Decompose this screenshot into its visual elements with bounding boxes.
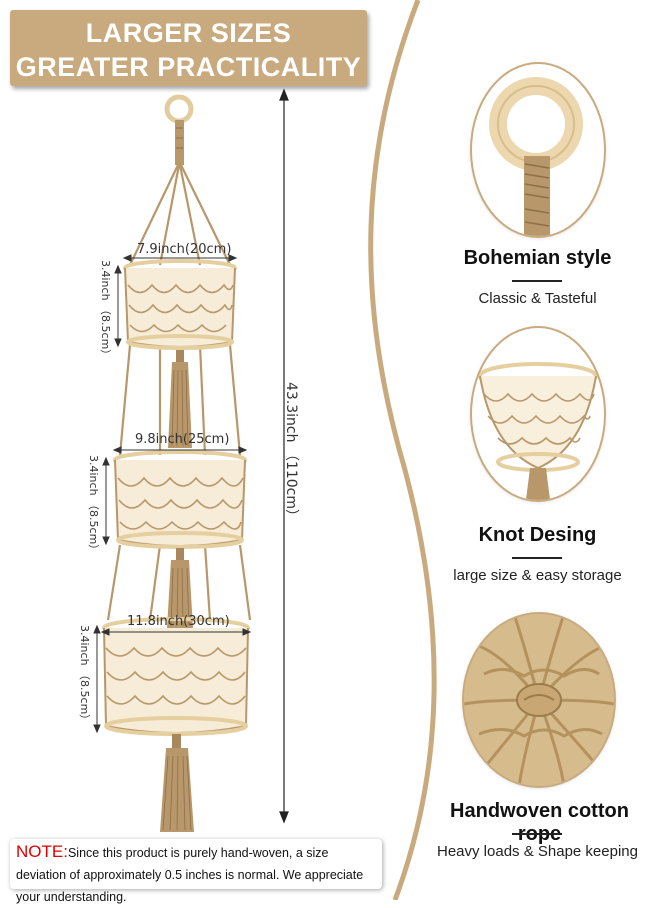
tier-1-height-line: [114, 264, 122, 348]
feature-3-subtitle: Heavy loads & Shape keeping: [437, 843, 638, 860]
feature-1-subtitle: Classic & Tasteful: [478, 290, 597, 307]
basket-tier-2: [113, 450, 247, 628]
total-height-dimension-line: [279, 88, 289, 824]
rope-closeup-image: [462, 612, 616, 788]
total-length-label: 43.3inch （110cm）: [283, 382, 299, 524]
wooden-ring-image: [470, 62, 606, 238]
knot-basket-image: [470, 326, 606, 502]
tier-3-height-line: [93, 624, 101, 734]
feature-3-divider: [512, 833, 562, 835]
tier-3-width-label: 11.8inch(30cm): [127, 614, 230, 629]
macrame-hanger-image: [102, 94, 252, 832]
tier-3-width-line: [100, 628, 252, 636]
tier-1-width-label: 7.9inch(20cm): [137, 242, 232, 257]
tier-1-width-line: [122, 254, 238, 262]
tier-2-height-line: [102, 456, 110, 546]
tier-2-height-label: 3.4inch （8.5cm）: [87, 455, 100, 556]
feature-2-title: Knot Desing: [478, 524, 597, 546]
feature-2-subtitle: large size & easy storage: [453, 567, 622, 584]
feature-1-title: Bohemian style: [463, 247, 612, 269]
feature-2-divider: [512, 557, 562, 559]
tier-1-height-label: 3.4inch （8.5cm）: [99, 260, 112, 361]
header-banner: LARGER SIZES GREATER PRACTICALITY: [10, 10, 367, 86]
feature-3-title: Handwoven cotton rope: [450, 800, 629, 845]
note-label: NOTE:: [16, 842, 68, 861]
basket-tier-3: [102, 617, 250, 832]
banner-line-2: GREATER PRACTICALITY: [15, 52, 362, 82]
banner-line-1: LARGER SIZES: [85, 18, 292, 48]
tier-2-width-line: [112, 446, 248, 454]
feature-1-divider: [512, 280, 562, 282]
basket-tier-1: [123, 259, 237, 448]
tier-3-height-label: 3.4inch （8.5cm）: [78, 625, 91, 726]
divider-curve: [368, 0, 437, 900]
note-box: NOTE:Since this product is purely hand-w…: [10, 839, 382, 904]
tier-2-width-label: 9.8inch(25cm): [135, 432, 230, 447]
